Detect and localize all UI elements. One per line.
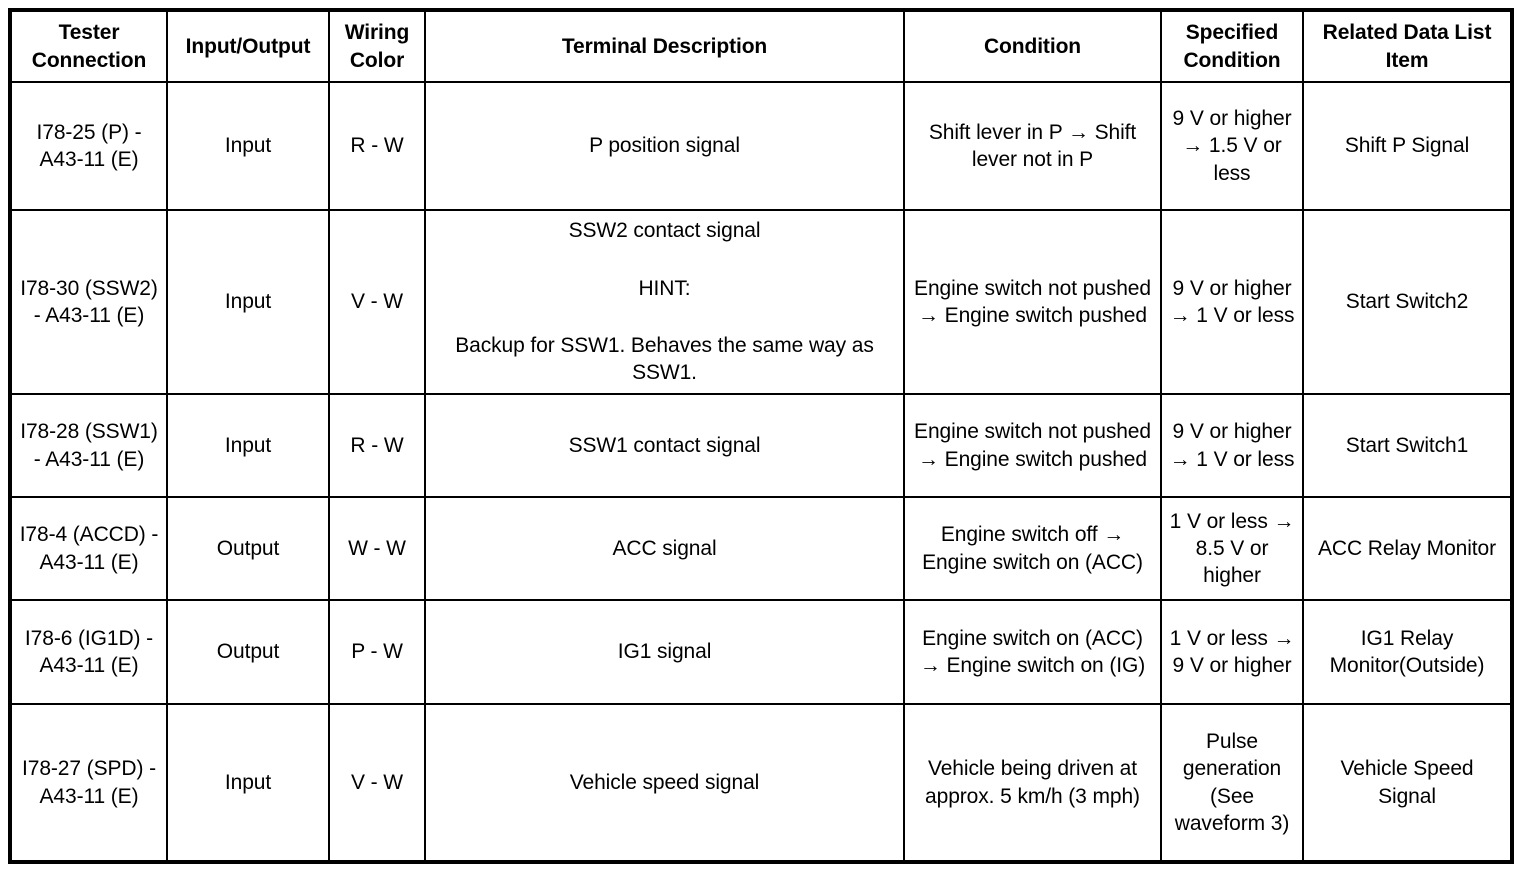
terminal-inspection-table: Tester Connection Input/Output Wiring Co… <box>8 8 1514 864</box>
header-terminal-description: Terminal Description <box>424 9 905 83</box>
cell-wiring-color: R - W <box>328 393 426 498</box>
cell-specified-condition: 9 V or higher → 1 V or less <box>1160 209 1304 395</box>
table-row: I78-25 (P) - A43-11 (E) Input R - W P po… <box>9 81 1513 211</box>
terminal-description-main: SSW2 contact signal <box>568 219 761 243</box>
header-tester-connection: Tester Connection <box>9 9 168 83</box>
cell-wiring-color: W - W <box>328 496 426 601</box>
cell-condition: Engine switch off → Engine switch on (AC… <box>903 496 1162 601</box>
cell-terminal-description: SSW2 contact signal HINT: Backup for SSW… <box>424 209 905 395</box>
cell-related-data-list-item: Vehicle Speed Signal <box>1302 703 1513 863</box>
cell-specified-condition: 1 V or less → 9 V or higher <box>1160 599 1304 705</box>
table-row: I78-30 (SSW2) - A43-11 (E) Input V - W S… <box>9 209 1513 395</box>
cell-terminal-description: Vehicle speed signal <box>424 703 905 863</box>
cell-related-data-list-item: IG1 Relay Monitor(Outside) <box>1302 599 1513 705</box>
cell-condition: Shift lever in P → Shift lever not in P <box>903 81 1162 211</box>
terminal-description-hint-label: HINT: <box>638 276 691 300</box>
cell-terminal-description: IG1 signal <box>424 599 905 705</box>
cell-wiring-color: V - W <box>328 209 426 395</box>
cell-terminal-description: ACC signal <box>424 496 905 601</box>
cell-related-data-list-item: ACC Relay Monitor <box>1302 496 1513 601</box>
table-row: I78-6 (IG1D) - A43-11 (E) Output P - W I… <box>9 599 1513 705</box>
header-input-output: Input/Output <box>166 9 330 83</box>
table-row: I78-4 (ACCD) - A43-11 (E) Output W - W A… <box>9 496 1513 601</box>
cell-specified-condition: Pulse generation (See waveform 3) <box>1160 703 1304 863</box>
cell-terminal-description: P position signal <box>424 81 905 211</box>
cell-input-output: Input <box>166 209 330 395</box>
cell-condition: Vehicle being driven at approx. 5 km/h (… <box>903 703 1162 863</box>
header-related-data-list-item: Related Data List Item <box>1302 9 1513 83</box>
cell-input-output: Input <box>166 703 330 863</box>
cell-tester-connection: I78-25 (P) - A43-11 (E) <box>9 81 168 211</box>
header-condition: Condition <box>903 9 1162 83</box>
table-row: I78-27 (SPD) - A43-11 (E) Input V - W Ve… <box>9 703 1513 863</box>
header-specified-condition: Specified Condition <box>1160 9 1304 83</box>
terminal-description-hint-body: Backup for SSW1. Behaves the same way as… <box>455 334 874 385</box>
header-row: Tester Connection Input/Output Wiring Co… <box>9 9 1513 83</box>
cell-condition: Engine switch on (ACC) → Engine switch o… <box>903 599 1162 705</box>
cell-tester-connection: I78-6 (IG1D) - A43-11 (E) <box>9 599 168 705</box>
cell-condition: Engine switch not pushed → Engine switch… <box>903 393 1162 498</box>
cell-input-output: Input <box>166 81 330 211</box>
cell-terminal-description: SSW1 contact signal <box>424 393 905 498</box>
cell-related-data-list-item: Shift P Signal <box>1302 81 1513 211</box>
table-header: Tester Connection Input/Output Wiring Co… <box>9 9 1513 83</box>
cell-related-data-list-item: Start Switch1 <box>1302 393 1513 498</box>
table-body: I78-25 (P) - A43-11 (E) Input R - W P po… <box>9 81 1513 863</box>
cell-specified-condition: 9 V or higher → 1.5 V or less <box>1160 81 1304 211</box>
terminal-description-stack: SSW2 contact signal HINT: Backup for SSW… <box>431 217 898 386</box>
cell-condition: Engine switch not pushed → Engine switch… <box>903 209 1162 395</box>
cell-wiring-color: P - W <box>328 599 426 705</box>
cell-tester-connection: I78-27 (SPD) - A43-11 (E) <box>9 703 168 863</box>
header-wiring-color: Wiring Color <box>328 9 426 83</box>
cell-tester-connection: I78-28 (SSW1) - A43-11 (E) <box>9 393 168 498</box>
cell-input-output: Output <box>166 599 330 705</box>
cell-tester-connection: I78-4 (ACCD) - A43-11 (E) <box>9 496 168 601</box>
cell-input-output: Input <box>166 393 330 498</box>
cell-input-output: Output <box>166 496 330 601</box>
cell-wiring-color: V - W <box>328 703 426 863</box>
cell-tester-connection: I78-30 (SSW2) - A43-11 (E) <box>9 209 168 395</box>
cell-related-data-list-item: Start Switch2 <box>1302 209 1513 395</box>
cell-specified-condition: 1 V or less → 8.5 V or higher <box>1160 496 1304 601</box>
cell-wiring-color: R - W <box>328 81 426 211</box>
table-row: I78-28 (SSW1) - A43-11 (E) Input R - W S… <box>9 393 1513 498</box>
cell-specified-condition: 9 V or higher → 1 V or less <box>1160 393 1304 498</box>
